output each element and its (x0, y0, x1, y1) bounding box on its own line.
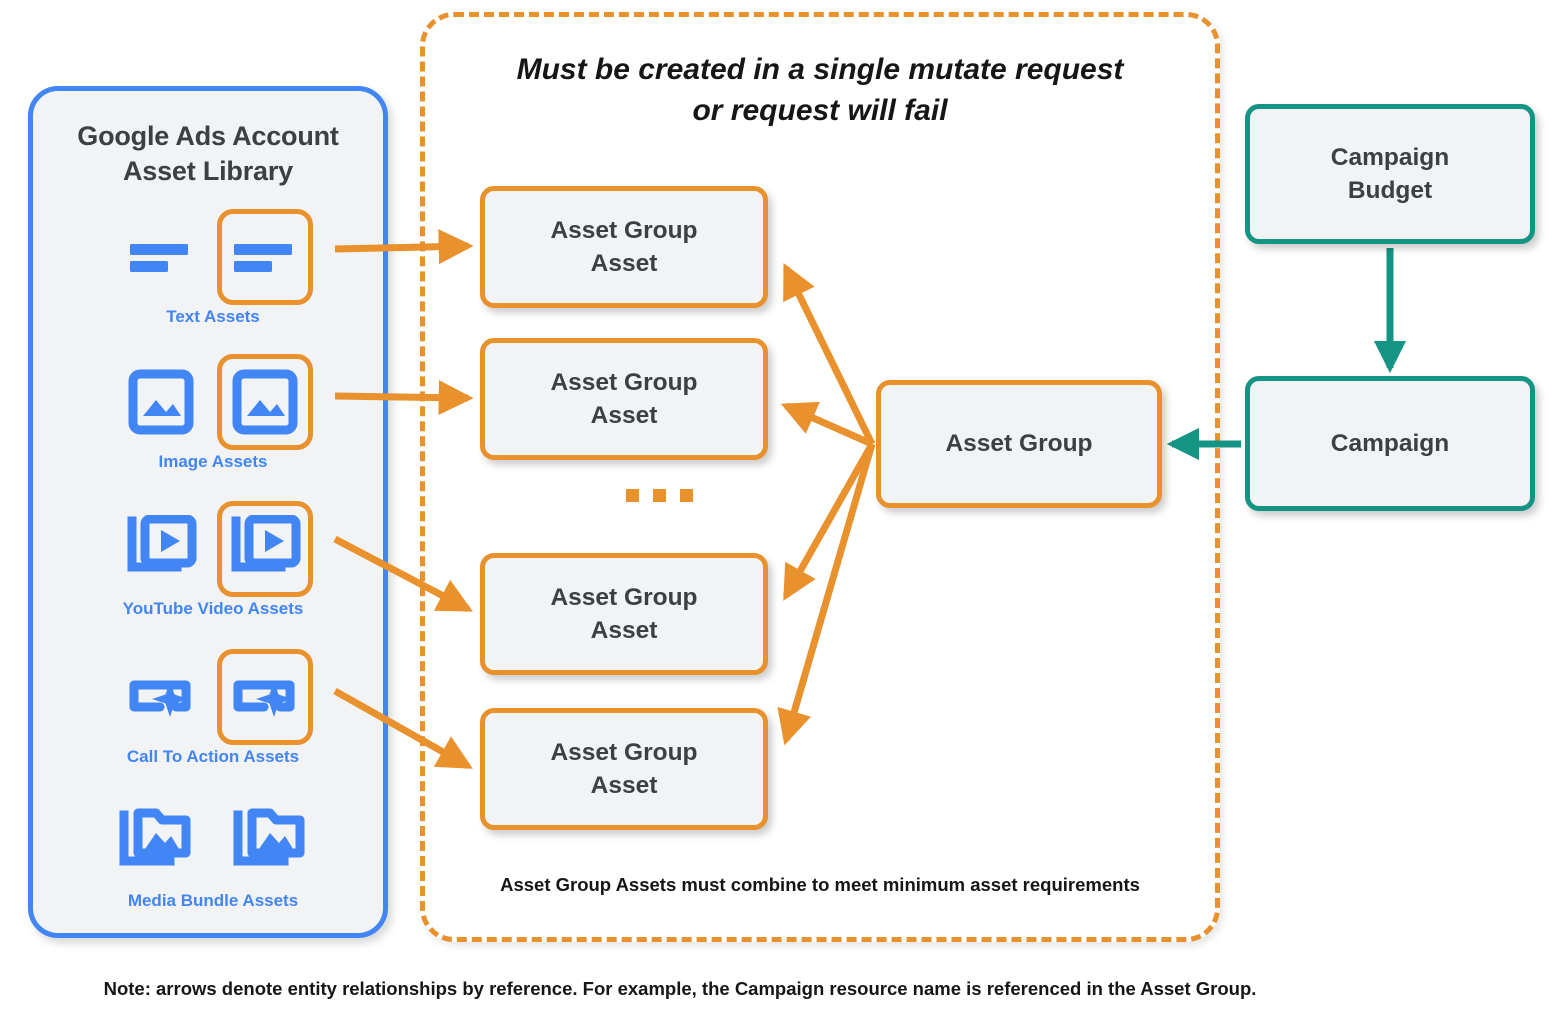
asset-row-label-media-bundle: Media Bundle Assets (127, 891, 299, 910)
asset-group-asset-label: Asset Group Asset (550, 736, 697, 802)
asset-group-asset-label: Asset Group Asset (550, 581, 697, 647)
text-asset-icon[interactable] (113, 209, 209, 305)
media-bundle-icon-glyph (233, 808, 305, 866)
mutate-region-title-line2: or request will fail (692, 93, 948, 127)
call-to-action-icon-pair (33, 649, 393, 745)
video-asset-icon[interactable] (113, 501, 209, 597)
video-asset-icon-pair (33, 501, 393, 597)
video-asset-icon-selected[interactable] (217, 501, 313, 597)
asset-row-image: Image Assets (33, 354, 393, 472)
campaign-node[interactable]: Campaign (1245, 376, 1535, 511)
campaign-budget-label-line2: Budget (1347, 177, 1433, 204)
asset-group-asset-label-line2: Asset (590, 402, 658, 429)
asset-group-asset-label-line2: Asset (590, 617, 658, 644)
asset-row-label-image: Image Assets (158, 452, 268, 471)
campaign-budget-label: Campaign Budget (1331, 141, 1449, 207)
asset-group-node[interactable]: Asset Group (876, 380, 1162, 508)
diagram-note: Note: arrows denote entity relationships… (103, 978, 1257, 999)
asset-row-text: Text Assets (33, 209, 393, 327)
asset-group-asset-node[interactable]: Asset Group Asset (480, 338, 768, 460)
call-to-action-icon-glyph (233, 680, 295, 717)
image-asset-icon-pair (33, 354, 393, 450)
asset-group-asset-label-line1: Asset Group (550, 368, 698, 396)
asset-library-title-line2: Asset Library (123, 156, 293, 187)
asset-row-label-text: Text Assets (166, 307, 260, 326)
video-asset-icon-glyph (127, 515, 197, 572)
media-bundle-icon[interactable] (108, 793, 204, 889)
asset-group-label: Asset Group (945, 430, 1093, 458)
asset-group-asset-node[interactable]: Asset Group Asset (480, 186, 768, 308)
asset-group-asset-label-line1: Asset Group (550, 216, 698, 244)
asset-row-media-bundle: Media Bundle Assets (33, 793, 393, 911)
text-asset-icon-glyph (130, 244, 188, 272)
asset-group-asset-label-line2: Asset (590, 772, 658, 799)
ellipsis-dot (626, 489, 639, 502)
text-asset-icon-glyph (234, 244, 292, 272)
media-bundle-icon-pair (33, 793, 393, 889)
asset-row-label-video: YouTube Video Assets (122, 599, 304, 618)
ellipsis-dot (680, 489, 693, 502)
mutate-region-footnote: Asset Group Assets must combine to meet … (500, 874, 1140, 895)
image-asset-icon-glyph (128, 369, 194, 435)
image-asset-icon-selected[interactable] (217, 354, 313, 450)
asset-row-label-cta: Call To Action Assets (126, 747, 300, 766)
asset-library-title: Google Ads Account Asset Library (33, 119, 383, 189)
asset-group-asset-label-line1: Asset Group (550, 738, 698, 766)
asset-group-asset-ellipsis (626, 489, 693, 502)
asset-group-asset-node[interactable]: Asset Group Asset (480, 708, 768, 830)
media-bundle-icon-glyph (119, 808, 191, 866)
asset-group-asset-label: Asset Group Asset (550, 366, 697, 432)
asset-group-asset-label-line2: Asset (590, 250, 658, 277)
image-asset-icon[interactable] (113, 354, 209, 450)
asset-library-title-line1: Google Ads Account (77, 121, 339, 151)
campaign-label: Campaign (1330, 429, 1450, 457)
text-asset-icon-pair (33, 209, 393, 305)
asset-row-cta: Call To Action Assets (33, 649, 393, 767)
mutate-region-title: Must be created in a single mutate reque… (432, 50, 1208, 131)
campaign-budget-node[interactable]: Campaign Budget (1245, 104, 1535, 244)
image-asset-icon-glyph (232, 369, 298, 435)
ellipsis-dot (653, 489, 666, 502)
asset-group-asset-label: Asset Group Asset (550, 214, 697, 280)
video-asset-icon-glyph (231, 515, 301, 572)
call-to-action-icon-glyph (129, 680, 191, 717)
mutate-region-title-line1: Must be created in a single mutate reque… (516, 53, 1124, 86)
asset-row-video: YouTube Video Assets (33, 501, 393, 619)
asset-group-asset-node[interactable]: Asset Group Asset (480, 553, 768, 675)
asset-group-asset-label-line1: Asset Group (550, 583, 698, 611)
asset-library-panel: Google Ads Account Asset Library (28, 86, 388, 938)
campaign-budget-label-line1: Campaign (1330, 143, 1450, 171)
call-to-action-icon-selected[interactable] (217, 649, 313, 745)
call-to-action-icon[interactable] (113, 649, 209, 745)
text-asset-icon-selected[interactable] (217, 209, 313, 305)
media-bundle-icon[interactable] (222, 793, 318, 889)
